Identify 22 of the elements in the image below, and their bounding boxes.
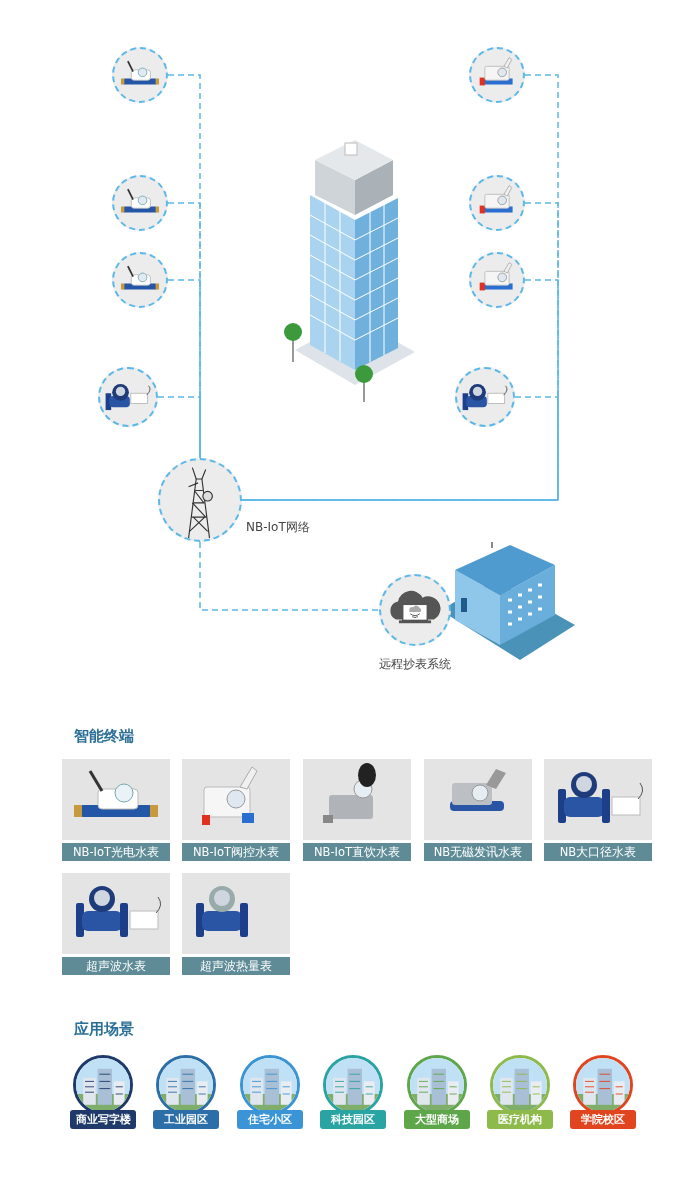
dashed-connector <box>199 541 380 611</box>
scene-label: 商业写字楼 <box>70 1110 136 1129</box>
scene-label: 大型商场 <box>404 1110 470 1129</box>
node-label: 远程抄表系统 <box>379 656 451 673</box>
product-label: NB无磁发讯水表 <box>424 843 532 861</box>
product-label: NB-IoT光电水表 <box>62 843 170 861</box>
product-label: 超声波热量表 <box>182 957 290 975</box>
product-label: NB-IoT直饮水表 <box>303 843 411 861</box>
scene-label: 学院校区 <box>570 1110 636 1129</box>
node-label: NB-IoT网络 <box>246 519 310 536</box>
scene-label: 科技园区 <box>320 1110 386 1129</box>
scene-label: 医疗机构 <box>487 1110 553 1129</box>
dashed-connector <box>241 202 559 501</box>
scene-label: 工业园区 <box>153 1110 219 1129</box>
dashed-connector <box>241 396 559 501</box>
product-label: NB-IoT阀控水表 <box>182 843 290 861</box>
section-title: 智能终端 <box>74 727 134 746</box>
section-title: 应用场景 <box>74 1020 134 1039</box>
dashed-connector <box>157 396 201 459</box>
product-label: NB大口径水表 <box>544 843 652 861</box>
scene-label: 住宅小区 <box>237 1110 303 1129</box>
product-label: 超声波水表 <box>62 957 170 975</box>
